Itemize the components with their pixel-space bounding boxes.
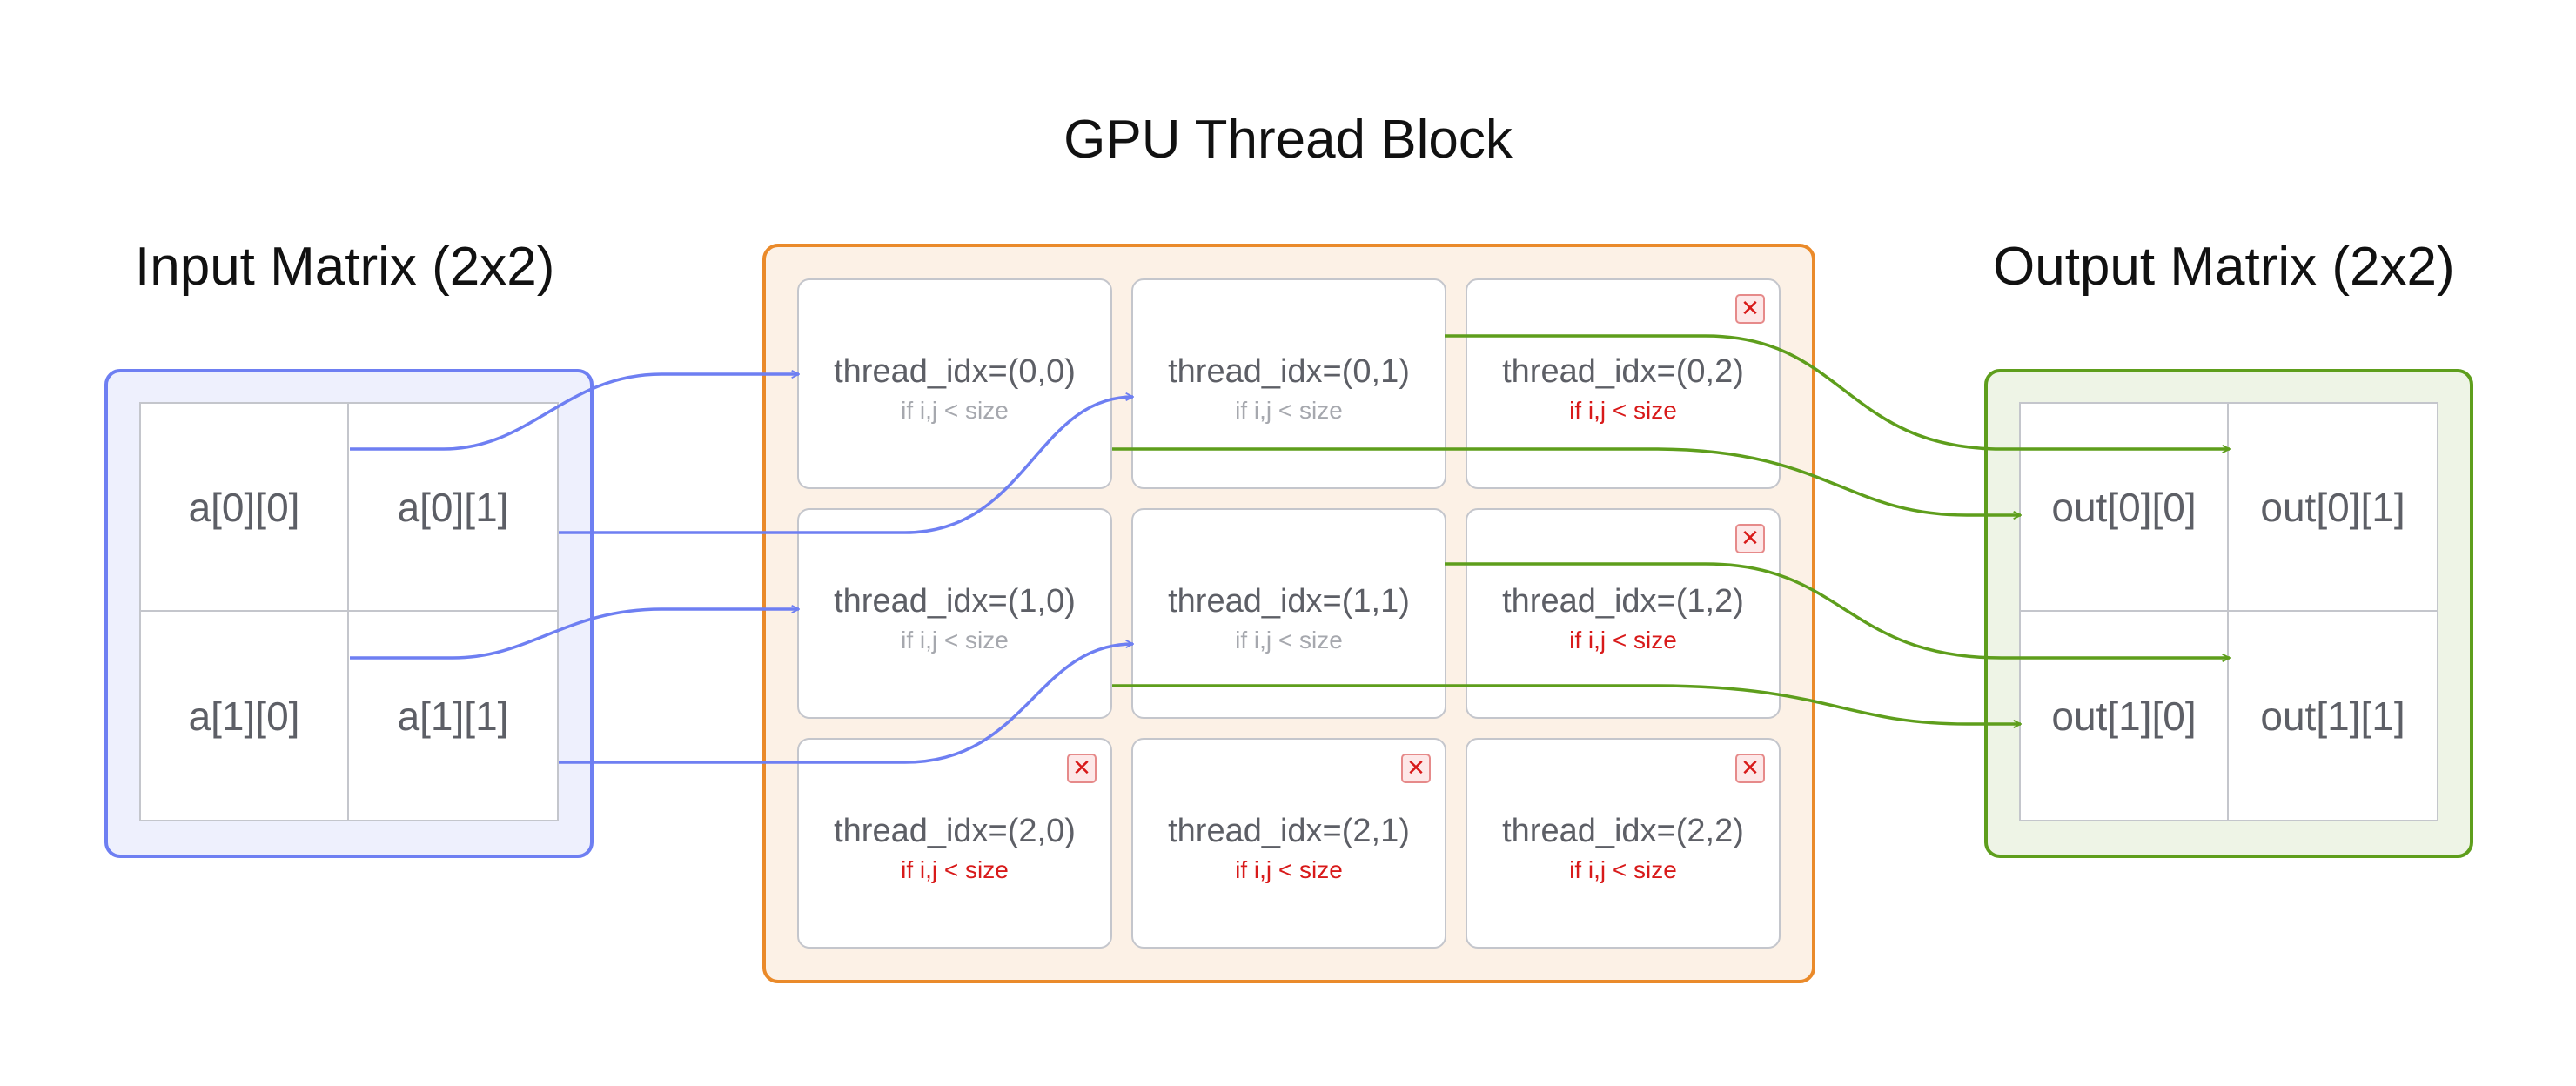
- input-to-thread-arrows: [350, 374, 1133, 764]
- arrow-a01-to-thread-00: [350, 374, 799, 451]
- arrow-thread-10-to-out10: [1112, 684, 2021, 724]
- input-cell-0-0: a[0][0]: [141, 404, 349, 612]
- output-matrix-grid: out[0][0] out[0][1] out[1][0] out[1][1]: [2019, 402, 2438, 821]
- arrow-a11-to-thread-10: [350, 609, 799, 660]
- thread-label: thread_idx=(2,2): [1502, 813, 1744, 849]
- output-cell-0-0: out[0][0]: [2021, 404, 2229, 612]
- input-cell-1-0: a[1][0]: [141, 612, 349, 820]
- thread-card-2-1: ✕ thread_idx=(2,1) if i,j < size: [1131, 738, 1446, 949]
- thread-label: thread_idx=(1,0): [834, 583, 1076, 620]
- thread-to-output-arrows: [1112, 334, 2230, 724]
- thread-condition: if i,j < size: [1235, 856, 1343, 883]
- thread-label: thread_idx=(1,2): [1502, 583, 1744, 620]
- output-cell-1-0: out[1][0]: [2021, 612, 2229, 820]
- thread-label: thread_idx=(0,1): [1168, 353, 1410, 390]
- thread-card-2-2: ✕ thread_idx=(2,2) if i,j < size: [1466, 738, 1781, 949]
- thread-card-1-2: ✕ thread_idx=(1,2) if i,j < size: [1466, 508, 1781, 719]
- thread-condition: if i,j < size: [1569, 856, 1677, 883]
- input-matrix-title: Input Matrix (2x2): [135, 237, 555, 297]
- thread-card-1-0: thread_idx=(1,0) if i,j < size: [797, 508, 1112, 719]
- thread-card-2-0: ✕ thread_idx=(2,0) if i,j < size: [797, 738, 1112, 949]
- gpu-thread-block-title: GPU Thread Block: [1063, 110, 1513, 170]
- thread-label: thread_idx=(0,2): [1502, 353, 1744, 390]
- thread-label: thread_idx=(2,1): [1168, 813, 1410, 849]
- output-matrix-title: Output Matrix (2x2): [1993, 237, 2455, 297]
- thread-condition: if i,j < size: [901, 627, 1009, 654]
- arrow-a01-to-thread-01: [559, 397, 1133, 534]
- thread-condition: if i,j < size: [1569, 397, 1677, 424]
- output-cell-1-1: out[1][1]: [2260, 693, 2405, 739]
- input-cell-0-1: a[0][1]: [349, 404, 557, 612]
- close-icon: ✕: [1735, 754, 1765, 783]
- thread-condition: if i,j < size: [901, 856, 1009, 883]
- close-icon: ✕: [1067, 754, 1097, 783]
- arrow-thread-11-to-out11: [1445, 562, 2230, 658]
- thread-label: thread_idx=(0,0): [834, 353, 1076, 390]
- arrow-a11-to-thread-11: [559, 644, 1133, 764]
- input-matrix-grid: a[0][0] a[0][1] a[1][0] a[1][1]: [139, 402, 559, 821]
- thread-condition: if i,j < size: [1235, 627, 1343, 654]
- thread-condition: if i,j < size: [901, 397, 1009, 424]
- thread-condition: if i,j < size: [1235, 397, 1343, 424]
- thread-card-0-0: thread_idx=(0,0) if i,j < size: [797, 278, 1112, 489]
- thread-card-1-1: thread_idx=(1,1) if i,j < size: [1131, 508, 1446, 719]
- thread-card-0-1: thread_idx=(0,1) if i,j < size: [1131, 278, 1446, 489]
- arrow-thread-00-to-out00: [1112, 447, 2021, 515]
- thread-label: thread_idx=(1,1): [1168, 583, 1410, 620]
- input-cell-1-1: a[1][1]: [397, 693, 509, 739]
- thread-condition: if i,j < size: [1569, 627, 1677, 654]
- close-icon: ✕: [1401, 754, 1431, 783]
- close-icon: ✕: [1735, 524, 1765, 553]
- thread-label: thread_idx=(2,0): [834, 813, 1076, 849]
- arrow-thread-01-to-out01: [1445, 334, 2230, 449]
- output-cell-0-1: out[0][1]: [2229, 404, 2437, 612]
- close-icon: ✕: [1735, 294, 1765, 324]
